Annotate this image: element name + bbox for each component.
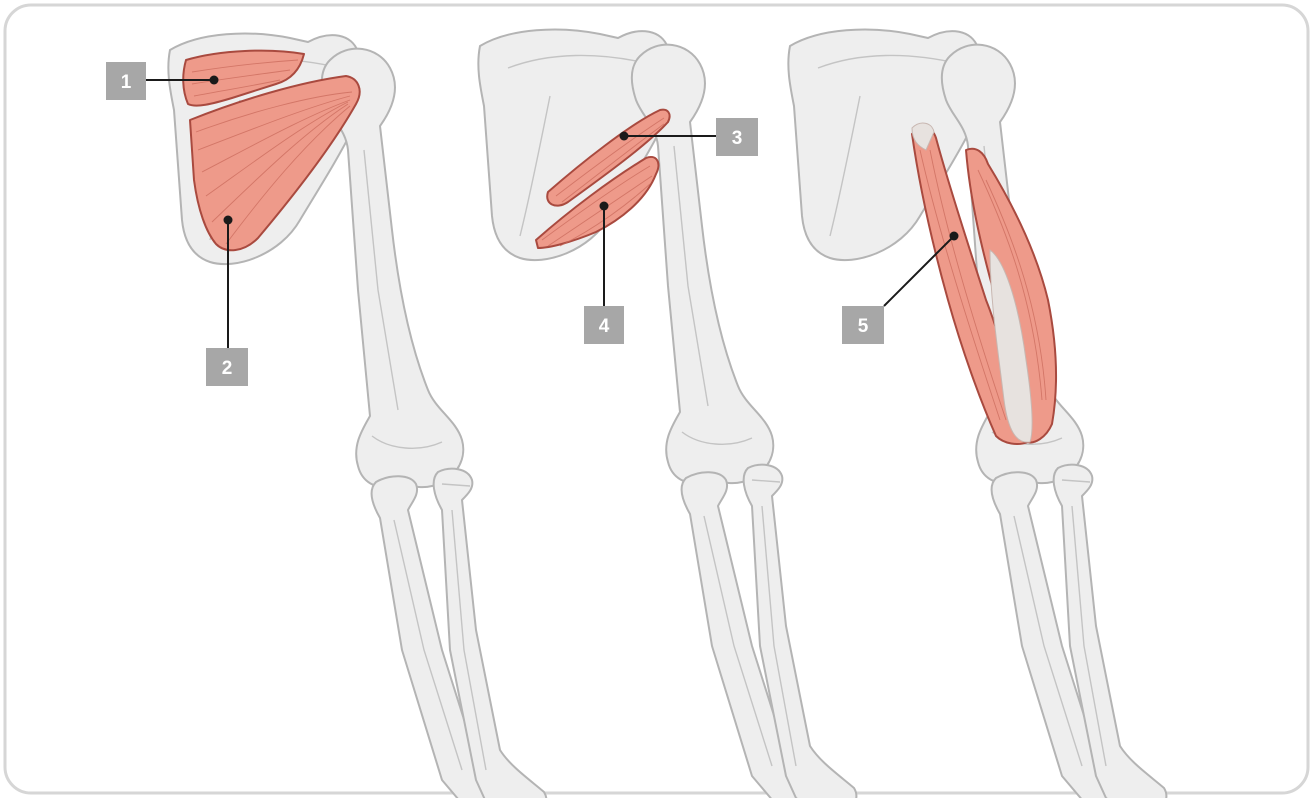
callout-4-label: 4 <box>599 316 610 337</box>
leader-dot-4 <box>600 202 609 211</box>
leader-dot-3 <box>620 132 629 141</box>
leader-dot-5 <box>950 232 959 241</box>
callout-2-label: 2 <box>222 358 233 379</box>
callout-1-label: 1 <box>121 72 132 93</box>
leader-dot-1 <box>210 76 219 85</box>
callout-3-label: 3 <box>732 128 743 149</box>
leader-dot-2 <box>224 216 233 225</box>
callout-5-label: 5 <box>858 316 869 337</box>
